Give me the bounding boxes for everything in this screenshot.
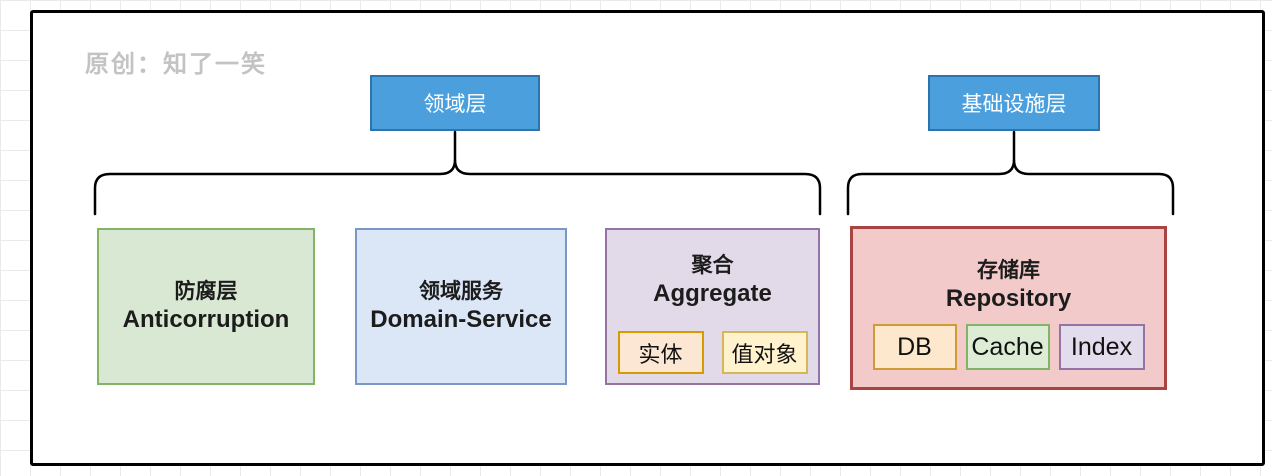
header-infrastructure-layer: 基础设施层 (928, 75, 1100, 131)
header-domain-layer: 领域层 (370, 75, 540, 131)
aggregate-title-en: Aggregate (653, 280, 772, 308)
repository-title-en: Repository (945, 285, 1072, 313)
chip-db: DB (872, 324, 957, 371)
box-anticorruption: 防腐层 Anticorruption (97, 228, 315, 385)
anticorruption-title-zh: 防腐层 (174, 279, 238, 303)
box-domain-service: 领域服务 Domain-Service (355, 228, 567, 385)
chip-entity: 实体 (617, 331, 704, 375)
watermark-text: 原创：知了一笑 (85, 51, 267, 78)
chip-value-object: 值对象 (721, 331, 808, 375)
aggregate-chip-row: 实体 值对象 (617, 331, 808, 375)
header-domain-layer-label: 领域层 (423, 93, 487, 116)
box-aggregate: 聚合 Aggregate 实体 值对象 (605, 228, 820, 385)
header-infrastructure-layer-label: 基础设施层 (961, 93, 1067, 116)
box-repository: 存储库 Repository DB Cache Index (850, 226, 1167, 390)
aggregate-title-zh: 聚合 (691, 254, 734, 277)
repository-title-zh: 存储库 (977, 259, 1040, 282)
chip-index: Index (1058, 324, 1145, 371)
repository-chip-row: DB Cache Index (872, 324, 1145, 371)
domain-service-title-zh: 领域服务 (419, 279, 503, 303)
domain-service-title-en: Domain-Service (370, 306, 552, 334)
anticorruption-title-en: Anticorruption (122, 306, 290, 334)
chip-cache: Cache (965, 324, 1050, 371)
